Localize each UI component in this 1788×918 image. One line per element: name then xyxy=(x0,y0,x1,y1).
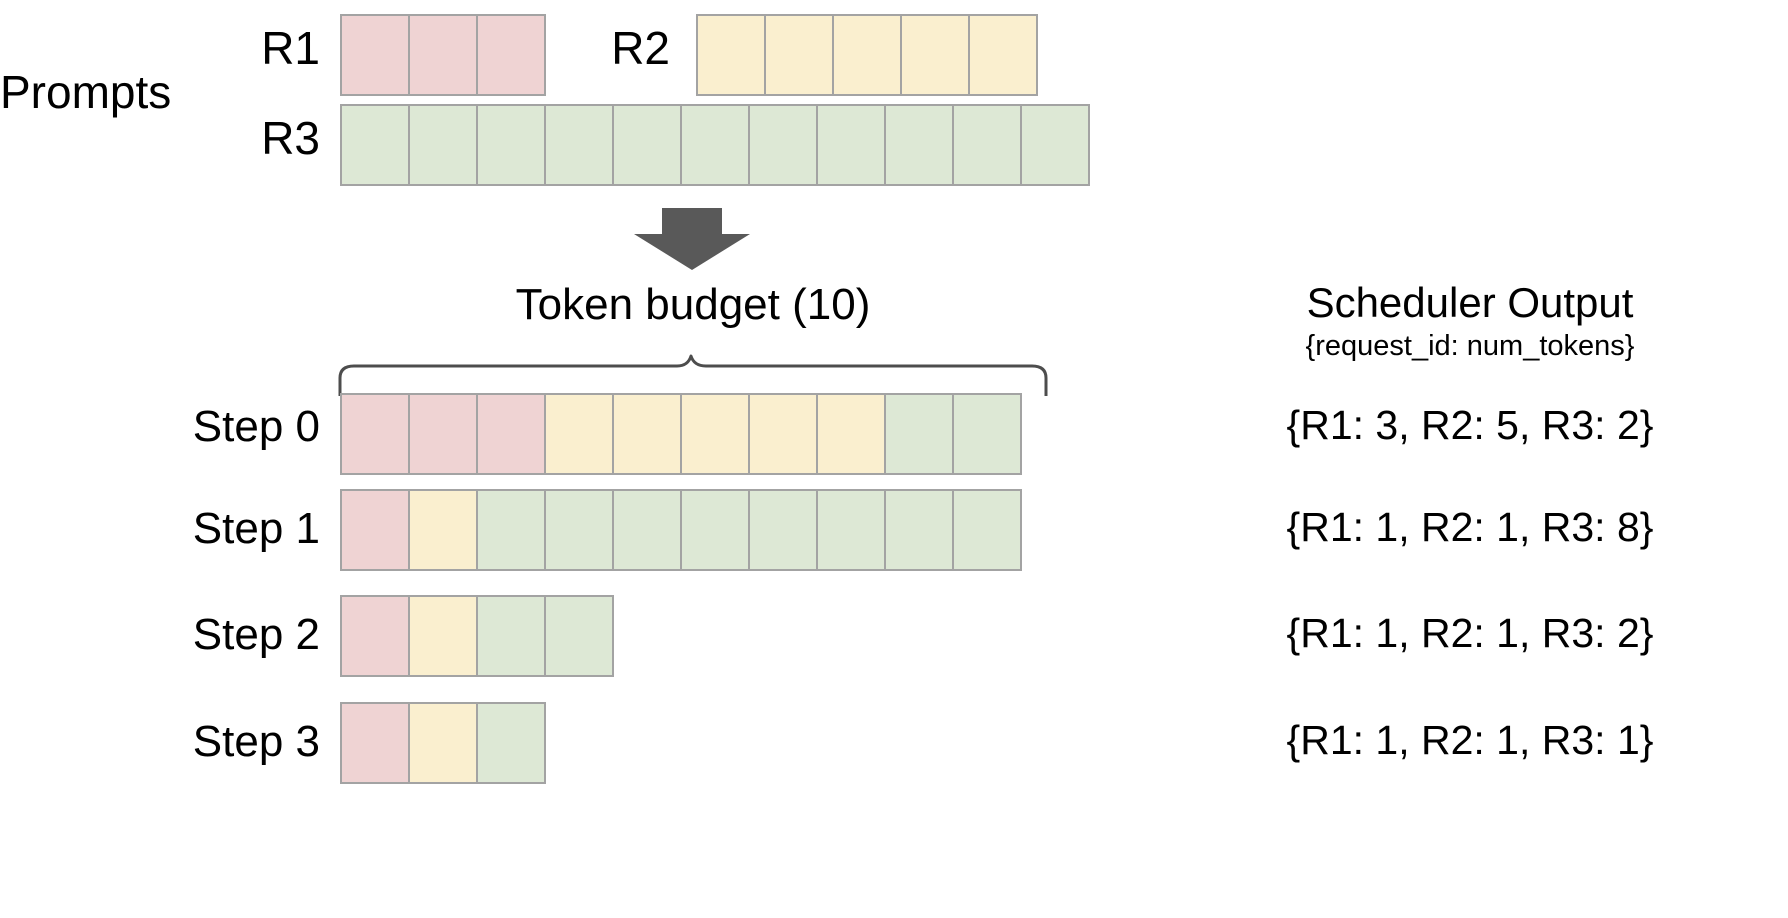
prompt-token-row-r1 xyxy=(340,14,546,96)
token-cell-r3-6 xyxy=(884,489,954,571)
token-cell-r3-0 xyxy=(884,393,954,475)
step-token-row-3 xyxy=(340,702,546,784)
token-cell-r2-2 xyxy=(680,393,750,475)
token-cell-r3-0 xyxy=(476,489,546,571)
token-cell-r1-0 xyxy=(340,393,410,475)
token-cell-r2-2 xyxy=(832,14,902,96)
token-cell-r3-7 xyxy=(816,104,886,186)
token-cell-r1-1 xyxy=(408,393,478,475)
token-cell-r2-4 xyxy=(968,14,1038,96)
token-cell-r3-0 xyxy=(476,595,546,677)
token-cell-r3-2 xyxy=(612,489,682,571)
scheduler-output-row-1: {R1: 1, R2: 1, R3: 8} xyxy=(1286,504,1654,550)
token-cell-r2-1 xyxy=(612,393,682,475)
prompt-row-label-r3: R3 xyxy=(261,112,320,164)
scheduler-output-title: Scheduler Output xyxy=(1306,279,1634,326)
token-cell-r3-4 xyxy=(748,489,818,571)
step-label-1: Step 1 xyxy=(192,504,320,553)
token-cell-r3-1 xyxy=(408,104,478,186)
step-label-3: Step 3 xyxy=(192,717,320,766)
prompt-row-label-r2: R2 xyxy=(611,22,670,74)
token-cell-r3-3 xyxy=(544,104,614,186)
token-budget-label: Token budget (10) xyxy=(515,280,871,329)
prompt-token-row-r3 xyxy=(340,104,1090,186)
prompt-row-label-r1: R1 xyxy=(261,22,320,74)
token-cell-r3-5 xyxy=(816,489,886,571)
token-cell-r3-3 xyxy=(680,489,750,571)
step-label-2: Step 2 xyxy=(192,610,320,659)
token-cell-r1-2 xyxy=(476,14,546,96)
token-cell-r3-1 xyxy=(544,489,614,571)
scheduler-output-row-3: {R1: 1, R2: 1, R3: 1} xyxy=(1286,717,1654,763)
token-cell-r2-0 xyxy=(544,393,614,475)
token-cell-r3-5 xyxy=(680,104,750,186)
token-cell-r3-4 xyxy=(612,104,682,186)
token-cell-r1-0 xyxy=(340,14,410,96)
step-token-row-1 xyxy=(340,489,1022,571)
token-cell-r3-9 xyxy=(952,104,1022,186)
token-cell-r2-0 xyxy=(408,595,478,677)
down-arrow-icon xyxy=(632,208,752,270)
token-cell-r3-10 xyxy=(1020,104,1090,186)
curly-brace-icon xyxy=(336,352,1050,398)
token-cell-r2-3 xyxy=(748,393,818,475)
scheduler-output-row-0: {R1: 3, R2: 5, R3: 2} xyxy=(1286,402,1654,448)
scheduler-output-row-2: {R1: 1, R2: 1, R3: 2} xyxy=(1286,610,1654,656)
token-cell-r3-7 xyxy=(952,489,1022,571)
token-cell-r3-0 xyxy=(340,104,410,186)
prompt-token-row-r2 xyxy=(696,14,1038,96)
token-cell-r3-6 xyxy=(748,104,818,186)
token-cell-r2-1 xyxy=(764,14,834,96)
token-cell-r3-1 xyxy=(952,393,1022,475)
step-label-0: Step 0 xyxy=(192,402,320,451)
scheduler-output-subtitle: {request_id: num_tokens} xyxy=(1305,330,1635,362)
step-token-row-0 xyxy=(340,393,1022,475)
token-cell-r3-1 xyxy=(544,595,614,677)
token-cell-r3-0 xyxy=(476,702,546,784)
token-cell-r1-1 xyxy=(408,14,478,96)
token-cell-r2-0 xyxy=(696,14,766,96)
token-cell-r1-0 xyxy=(340,702,410,784)
token-cell-r2-0 xyxy=(408,702,478,784)
token-cell-r2-4 xyxy=(816,393,886,475)
step-token-row-2 xyxy=(340,595,614,677)
token-cell-r1-0 xyxy=(340,595,410,677)
token-cell-r2-3 xyxy=(900,14,970,96)
token-cell-r1-0 xyxy=(340,489,410,571)
token-cell-r1-2 xyxy=(476,393,546,475)
token-cell-r3-2 xyxy=(476,104,546,186)
prompts-section-label: Prompts xyxy=(0,66,172,118)
token-cell-r3-8 xyxy=(884,104,954,186)
token-cell-r2-0 xyxy=(408,489,478,571)
